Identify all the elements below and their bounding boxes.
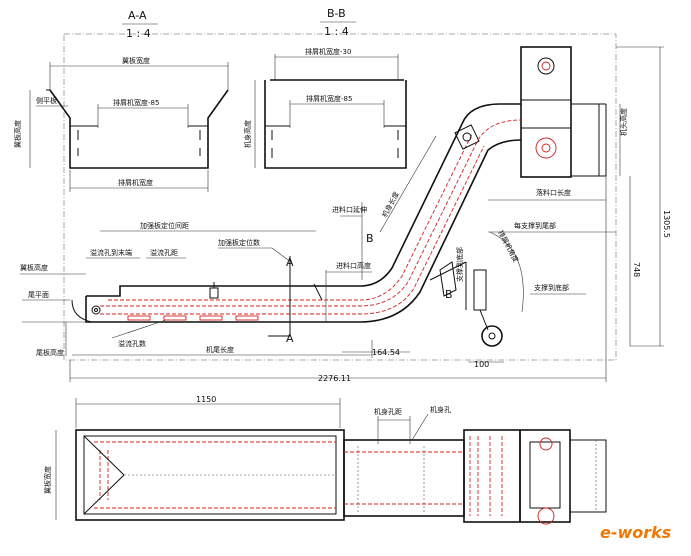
dim-2276-11: 2276.11 xyxy=(318,374,351,383)
aa-total-width-label: 排屑机宽度 xyxy=(118,178,153,187)
wing-height-side-label: 翼板高度 xyxy=(20,263,48,272)
tail-height-label: 尾板高度 xyxy=(36,348,64,357)
tail-flat-label: 尾平面 xyxy=(28,291,49,299)
conveyor-angle-label: 排屑机角度 xyxy=(496,229,520,264)
inlet-extension-label: 进料口延伸 xyxy=(332,205,367,214)
section-bb-scale: 1 : 4 xyxy=(324,25,349,38)
support-to-bottom-label: 支撑到底部 xyxy=(534,283,569,292)
dim-164-54: 164.54 xyxy=(372,348,400,357)
overflow-edge-label: 溢流孔到末端 xyxy=(90,248,132,257)
stiffener-count-label: 加强板定位数 xyxy=(218,238,260,247)
aa-inner-width-label: 排屑机宽度-85 xyxy=(113,98,159,107)
aa-wing-width-label: 翼板宽度 xyxy=(122,56,150,65)
support-to-bottom-side-label: 支撑到底部 xyxy=(455,247,464,282)
bb-body-height-label: 机身高度 xyxy=(243,120,252,148)
aa-wing-height-label: 翼板高度 xyxy=(13,120,22,148)
aa-side-plate-label: 侧平板 xyxy=(36,96,57,105)
view-boundary xyxy=(63,33,617,361)
section-aa-view: A-A 1 : 4 翼板宽度 排屑机宽度-85 侧平板 翼板高度 排屑机宽度 xyxy=(13,9,229,192)
inlet-height-label: 进料口高度 xyxy=(336,261,371,270)
drop-length-label: 落料口长度 xyxy=(536,188,571,197)
side-elevation-view: A A B B 加强板定位间距 溢流孔到末端 溢流孔距 加强板定位数 翼板高度 … xyxy=(20,46,671,383)
dim-748: 748 xyxy=(632,262,641,277)
head-height-label: 机头高度 xyxy=(619,108,628,136)
overflow-spacing-label: 溢流孔距 xyxy=(150,248,178,257)
dim-100: 100 xyxy=(474,360,489,369)
section-bb-view: B-B 1 : 4 排屑机宽度-30 排屑机宽度-85 机身高度 xyxy=(243,7,407,169)
section-marker-b-bottom: B xyxy=(445,288,453,301)
stiffener-spacing-label: 加强板定位间距 xyxy=(140,221,189,230)
section-aa-scale: 1 : 4 xyxy=(126,27,151,40)
overflow-count-label: 溢流孔数 xyxy=(118,339,146,348)
plan-wing-width-label: 翼板宽度 xyxy=(43,466,52,494)
bb-width-minus30-label: 排屑机宽度-30 xyxy=(305,47,351,56)
watermark-logo: e-works xyxy=(600,523,671,542)
tail-length-label: 机尾长度 xyxy=(206,345,234,354)
body-hole-spacing-label: 机身孔距 xyxy=(374,407,402,416)
dim-1305-5: 1305.5 xyxy=(662,210,671,238)
section-bb-title: B-B xyxy=(327,7,346,20)
support-to-tail-label: 每支撑到尾部 xyxy=(514,221,556,230)
bb-width-minus85-label: 排屑机宽度-85 xyxy=(306,94,352,103)
body-hole-label: 机身孔 xyxy=(430,405,451,414)
section-marker-b-top: B xyxy=(366,232,374,245)
dim-1150: 1150 xyxy=(196,395,216,404)
section-marker-a-top: A xyxy=(286,256,294,269)
section-aa-title: A-A xyxy=(128,9,147,22)
plan-view: 1150 机身孔距 机身孔 翼板宽度 xyxy=(43,395,607,525)
section-marker-a-bottom: A xyxy=(286,332,294,345)
